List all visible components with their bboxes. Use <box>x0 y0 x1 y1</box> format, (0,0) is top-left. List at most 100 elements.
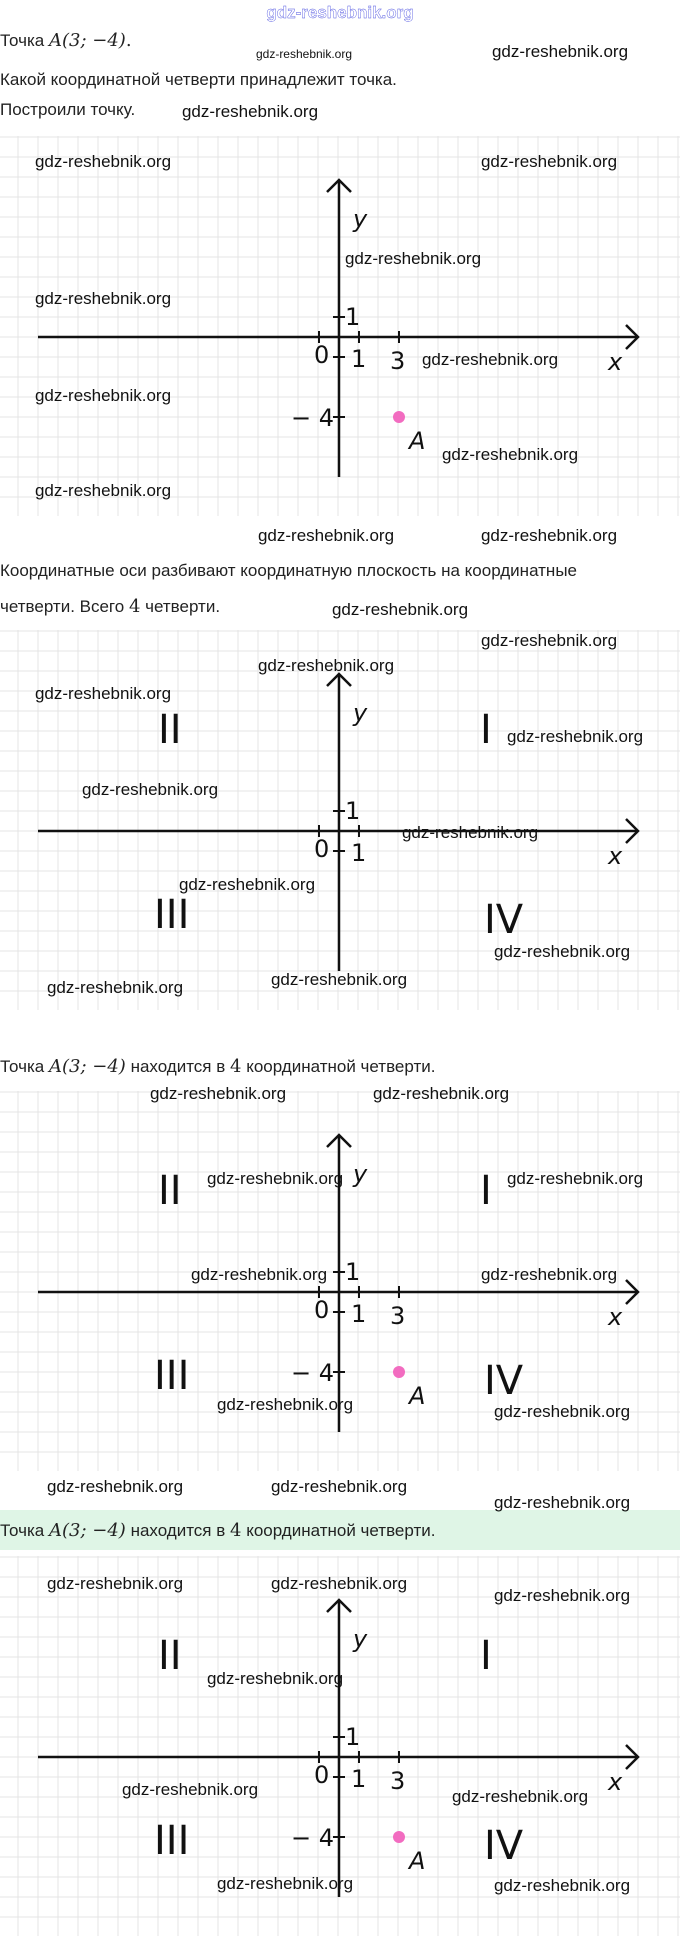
label-text: Точка <box>0 31 45 50</box>
watermark: gdz-reshebnik.org <box>181 102 319 121</box>
watermark: gdz-reshebnik.org <box>81 780 219 799</box>
tick-label-1-y: 1 <box>345 1723 360 1751</box>
label-text: находится в <box>130 1057 226 1076</box>
origin-label: 0 <box>314 835 329 863</box>
watermark-top: gdz-reshebnik.org <box>266 3 414 22</box>
x-axis-label: x <box>607 1303 623 1331</box>
problem-statement: Точка A(3; −4). <box>0 30 132 51</box>
quarters-text-line1: Координатные оси разбивают координатную … <box>0 561 577 580</box>
watermark: gdz-reshebnik.org <box>34 152 172 171</box>
tick-label-minus4-y: − 4 <box>291 1359 334 1387</box>
label-text: координатной четверти. <box>246 1057 436 1076</box>
y-axis-label: y <box>352 205 368 233</box>
label-text: Точка <box>0 1521 45 1540</box>
y-axis-label: y <box>352 1160 368 1188</box>
plotted-text: Построили точку. <box>0 100 136 119</box>
watermark: gdz-reshebnik.org <box>216 1874 354 1893</box>
tick-label-1-y: 1 <box>345 303 360 331</box>
watermark: gdz-reshebnik.org <box>34 289 172 308</box>
period: . <box>125 30 132 51</box>
watermark: gdz-reshebnik.org <box>34 684 172 703</box>
watermark: gdz-reshebnik.org <box>270 970 408 989</box>
point-a-marker <box>393 1831 405 1843</box>
point-a-label: A <box>407 1382 425 1410</box>
y-axis-arrow <box>326 672 352 687</box>
label-text: четверти. Всего <box>0 597 125 616</box>
watermark: gdz-reshebnik.org <box>493 1876 631 1895</box>
watermark: gdz-reshebnik.org <box>34 481 172 500</box>
watermark: gdz-reshebnik.org <box>257 526 395 545</box>
x-axis-arrow <box>625 1744 640 1770</box>
watermark: gdz-reshebnik.org <box>344 249 482 268</box>
tick-label-1-x: 1 <box>351 1765 366 1793</box>
watermark: gdz-reshebnik.org <box>178 875 316 894</box>
watermark: gdz-reshebnik.org <box>257 656 395 675</box>
watermark: gdz-reshebnik.org <box>491 42 629 61</box>
x-axis-arrow <box>625 324 640 350</box>
point-math: A(3; −4) <box>49 1056 126 1077</box>
point-math: A(3; −4) <box>49 1520 126 1541</box>
watermark: gdz-reshebnik.org <box>401 823 539 842</box>
answer-text: Точка A(3; −4) находится в 4 координатно… <box>0 1056 435 1077</box>
label-text: Точка <box>0 1057 45 1076</box>
y-axis-label: y <box>352 699 368 727</box>
quarter-number: 4 <box>230 1520 242 1541</box>
quadrant-1-label: I <box>480 1633 492 1679</box>
quadrant-2-label: II <box>158 1633 182 1679</box>
quadrant-1-label: I <box>480 1168 492 1214</box>
point-math: A(3; −4) <box>49 30 126 51</box>
point-a-label: A <box>407 1847 425 1875</box>
quadrant-2-label: II <box>158 707 182 753</box>
tick-label-1-y: 1 <box>345 797 360 825</box>
x-axis-label: x <box>607 1768 623 1796</box>
watermark: gdz-reshebnik.org <box>206 1169 344 1188</box>
quadrant-1-label: I <box>480 707 492 753</box>
origin-label: 0 <box>314 1761 329 1789</box>
watermark: gdz-reshebnik.org <box>480 152 618 171</box>
watermark: gdz-reshebnik.org <box>270 1477 408 1496</box>
quadrant-4-label: IV <box>484 1823 524 1869</box>
quarters-text-line2: четверти. Всего 4 четверти. <box>0 596 220 617</box>
watermark: gdz-reshebnik.org <box>255 47 353 61</box>
count: 4 <box>128 596 141 617</box>
question-text: Какой координатной четверти принадлежит … <box>0 70 397 89</box>
y-axis-arrow <box>326 1598 352 1613</box>
quadrant-4-label: IV <box>484 1358 524 1404</box>
watermark: gdz-reshebnik.org <box>506 1169 644 1188</box>
watermark: gdz-reshebnik.org <box>493 942 631 961</box>
watermark: gdz-reshebnik.org <box>421 350 559 369</box>
watermark: gdz-reshebnik.org <box>206 1669 344 1688</box>
origin-label: 0 <box>314 1296 329 1324</box>
quadrant-4-label: IV <box>484 897 524 943</box>
watermark: gdz-reshebnik.org <box>480 631 618 650</box>
quadrant-3-label: III <box>154 1818 189 1864</box>
x-axis-label: x <box>607 842 623 870</box>
watermark: gdz-reshebnik.org <box>506 727 644 746</box>
watermark: gdz-reshebnik.org <box>493 1402 631 1421</box>
watermark: gdz-reshebnik.org <box>34 386 172 405</box>
watermark: gdz-reshebnik.org <box>493 1493 631 1512</box>
y-axis-arrow <box>326 178 352 193</box>
watermark: gdz-reshebnik.org <box>270 1574 408 1593</box>
quarter-number: 4 <box>230 1056 242 1077</box>
tick-label-1-x: 1 <box>351 345 366 373</box>
watermark: gdz-reshebnik.org <box>451 1787 589 1806</box>
tick-label-3-x: 3 <box>390 1302 405 1330</box>
label-text: четверти. <box>145 597 221 616</box>
watermark: gdz-reshebnik.org <box>493 1586 631 1605</box>
watermark: gdz-reshebnik.org <box>46 1477 184 1496</box>
watermark: gdz-reshebnik.org <box>46 1574 184 1593</box>
tick-label-minus4-y: − 4 <box>291 404 334 432</box>
watermark: gdz-reshebnik.org <box>190 1265 328 1284</box>
watermark: gdz-reshebnik.org <box>46 978 184 997</box>
quadrant-2-label: II <box>158 1168 182 1214</box>
tick-label-3-x: 3 <box>390 347 405 375</box>
x-axis-arrow <box>625 1279 640 1305</box>
watermark: gdz-reshebnik.org <box>372 1084 510 1103</box>
tick-label-3-x: 3 <box>390 1767 405 1795</box>
tick-label-1-x: 1 <box>351 1300 366 1328</box>
watermark: gdz-reshebnik.org <box>121 1780 259 1799</box>
